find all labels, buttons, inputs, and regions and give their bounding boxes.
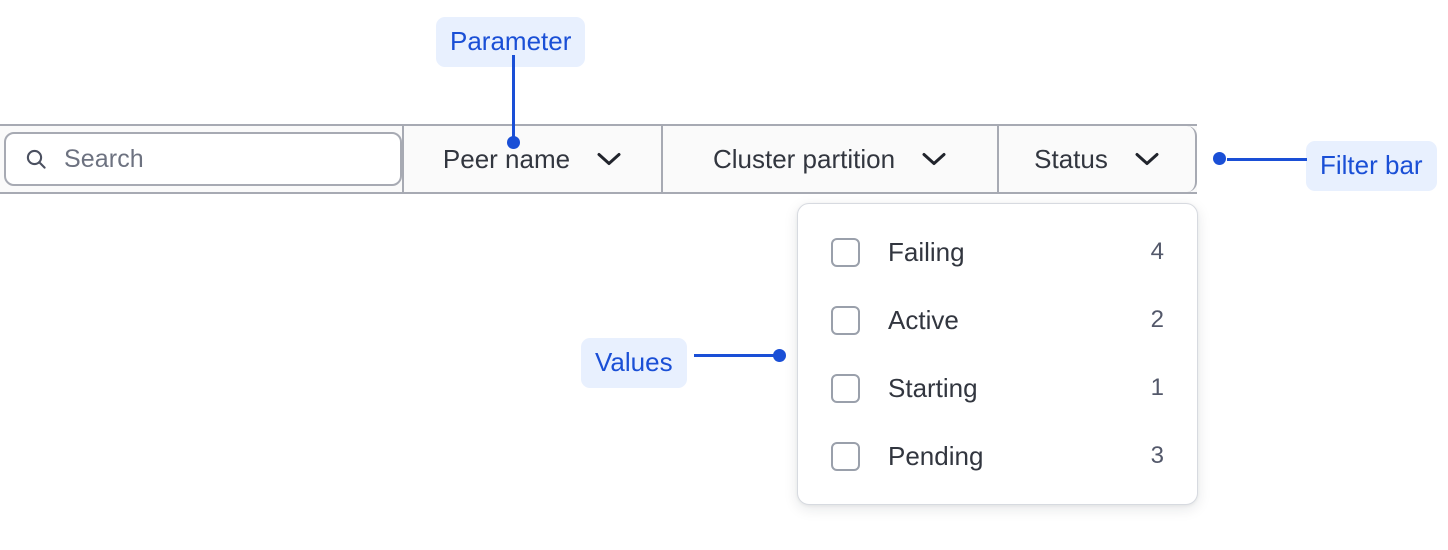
chevron-down-icon bbox=[1134, 151, 1160, 167]
status-values-dropdown-panel: Failing 4 Active 2 Starting 1 Pending 3 bbox=[797, 203, 1198, 505]
filter-bar: Search Peer name Cluster partition Statu… bbox=[0, 124, 1197, 194]
list-item-label: Starting bbox=[888, 372, 978, 403]
list-item[interactable]: Active 2 bbox=[798, 292, 1197, 348]
annotation-parameter-dot bbox=[507, 136, 520, 149]
annotation-filter-bar-dot bbox=[1213, 152, 1226, 165]
list-item-count: 4 bbox=[1150, 238, 1164, 265]
list-item[interactable]: Failing 4 bbox=[798, 224, 1197, 280]
list-item-count: 2 bbox=[1150, 306, 1164, 333]
list-item-label: Failing bbox=[888, 236, 965, 267]
filter-dropdown-status-label: Status bbox=[1034, 143, 1108, 174]
list-item-label: Pending bbox=[888, 440, 984, 471]
filter-dropdown-peer-name[interactable]: Peer name bbox=[402, 126, 661, 192]
checkbox-pending[interactable] bbox=[831, 441, 860, 471]
search-input[interactable]: Search bbox=[4, 132, 402, 186]
list-item[interactable]: Starting 1 bbox=[798, 360, 1197, 416]
checkbox-starting[interactable] bbox=[831, 373, 860, 403]
list-item-count: 1 bbox=[1150, 374, 1164, 401]
annotation-filter-bar-connector bbox=[1227, 158, 1307, 161]
checkbox-active[interactable] bbox=[831, 305, 860, 335]
list-item-count: 3 bbox=[1150, 442, 1164, 469]
list-item[interactable]: Pending 3 bbox=[798, 428, 1197, 484]
annotation-parameter-connector bbox=[512, 55, 515, 143]
chevron-down-icon bbox=[921, 151, 947, 167]
search-icon bbox=[24, 147, 48, 171]
annotation-values-dot bbox=[773, 349, 786, 362]
annotation-values-connector bbox=[694, 354, 779, 357]
filter-dropdown-cluster-partition[interactable]: Cluster partition bbox=[661, 126, 997, 192]
annotation-parameter: Parameter bbox=[436, 17, 586, 67]
search-cell: Search bbox=[0, 126, 402, 192]
list-item-label: Active bbox=[888, 304, 959, 335]
annotation-values: Values bbox=[581, 338, 687, 388]
checkbox-failing[interactable] bbox=[831, 237, 860, 267]
search-placeholder: Search bbox=[64, 144, 144, 173]
filter-dropdown-status[interactable]: Status bbox=[997, 126, 1197, 192]
chevron-down-icon bbox=[596, 151, 622, 167]
annotation-filter-bar: Filter bar bbox=[1306, 141, 1437, 191]
filter-dropdown-cluster-partition-label: Cluster partition bbox=[712, 143, 896, 174]
filter-dropdown-peer-name-label: Peer name bbox=[442, 143, 571, 174]
